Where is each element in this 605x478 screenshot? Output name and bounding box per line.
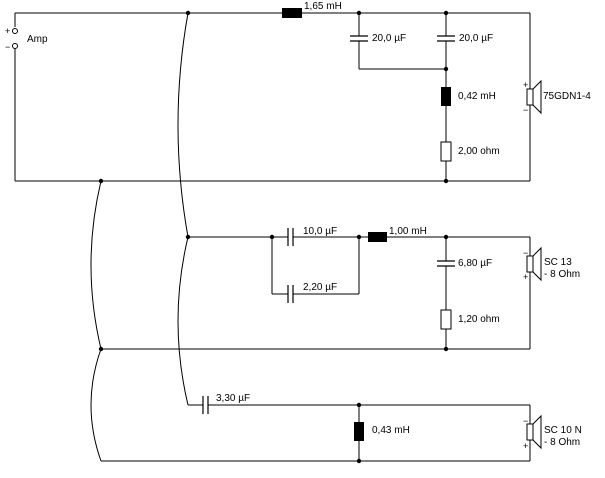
mid-speaker-name: SC 13 [544,257,572,268]
tweeter-speaker-impedance: - 8 Ohm [544,437,580,448]
woofer-series-inductor-label: 1,65 mH [304,1,342,12]
mid-speaker-plus: + [523,272,528,282]
mid-shunt-cap-label: 6,80 µF [458,258,492,269]
mid-series-inductor-label: 1,00 mH [389,226,427,237]
mid-cap-b-label: 2,20 µF [303,282,337,293]
woofer-cap-a-label: 20,0 µF [372,33,406,44]
woofer-shunt-inductor-label: 0,42 mH [458,91,496,102]
woofer-section: 1,65 mH 20,0 µF 20,0 µF 0,42 mH 2,00 ohm… [15,1,591,182]
tweeter-speaker-minus: − [523,416,528,426]
amp-minus-sign: − [5,42,10,52]
mid-speaker-icon[interactable] [526,246,542,282]
tweeter-shunt-inductor-label: 0,43 mH [372,425,410,436]
amp-plus-sign: + [5,26,10,36]
amp-minus-terminal[interactable] [12,43,18,49]
woofer-speaker-plus: + [523,80,528,90]
amp-plus-terminal[interactable] [12,28,18,34]
woofer-resistor-label: 2,00 ohm [458,146,500,157]
woofer-speaker-label: 75GDN1-4 [543,91,591,102]
woofer-series-inductor[interactable] [282,8,302,18]
amp-terminals: + − Amp [5,13,48,181]
amp-label: Amp [27,34,48,45]
woofer-shunt-inductor[interactable] [441,87,451,106]
tweeter-speaker-icon[interactable] [526,414,542,450]
tweeter-section: 3,30 µF 0,43 mH − + SC 10 N - 8 Ohm [101,393,582,462]
tweeter-shunt-inductor[interactable] [354,422,364,441]
tweeter-cap-label: 3,30 µF [216,393,250,404]
junction-dots [98,10,449,464]
woofer-resistor[interactable] [440,141,452,162]
mid-section: 10,0 µF 2,20 µF 1,00 mH 6,80 µF 1,20 ohm… [101,226,580,350]
tweeter-speaker-plus: + [523,441,528,451]
mid-resistor[interactable] [440,309,452,330]
woofer-speaker-icon[interactable] [526,79,542,115]
woofer-speaker-minus: − [523,105,528,115]
mid-cap-a-label: 10,0 µF [303,226,337,237]
woofer-cap-b-label: 20,0 µF [459,33,493,44]
bus-wires [90,12,189,462]
mid-series-inductor[interactable] [368,232,387,242]
mid-speaker-minus: − [523,248,528,258]
tweeter-speaker-name: SC 10 N [544,425,582,436]
mid-speaker-impedance: - 8 Ohm [544,269,580,280]
mid-resistor-label: 1,20 ohm [458,314,500,325]
